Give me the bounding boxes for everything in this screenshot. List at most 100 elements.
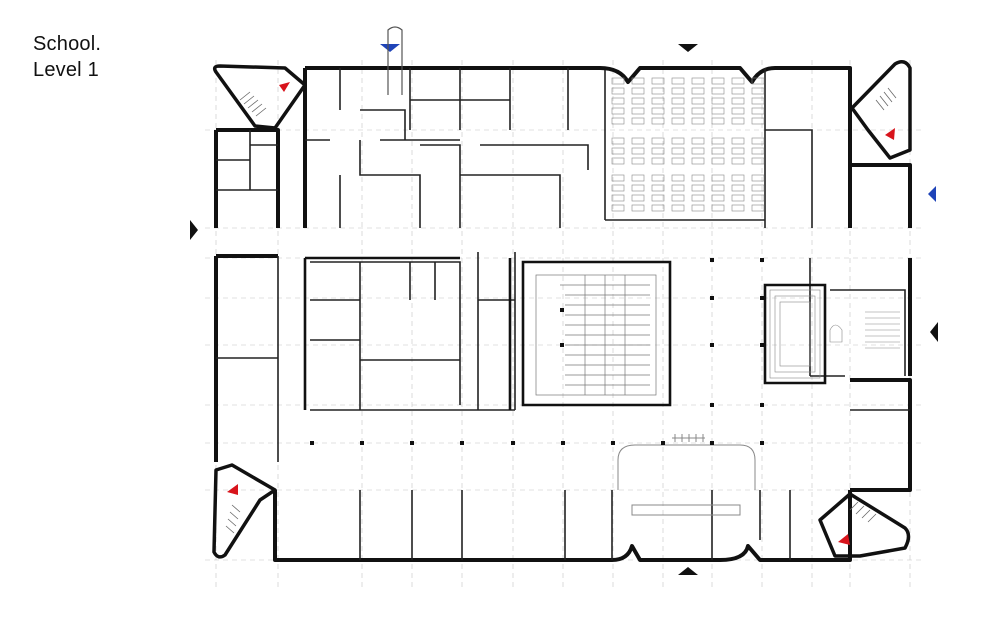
desk bbox=[751, 117, 765, 125]
east-lower-wall bbox=[850, 378, 912, 492]
desk bbox=[691, 137, 705, 145]
desk bbox=[651, 174, 665, 182]
desk bbox=[711, 194, 725, 202]
desk bbox=[611, 174, 625, 182]
desk bbox=[731, 184, 745, 192]
desk bbox=[751, 147, 765, 155]
desk bbox=[651, 87, 665, 95]
east-upper-wall bbox=[850, 163, 912, 228]
desk bbox=[751, 194, 765, 202]
desk bbox=[671, 204, 685, 212]
entrance-south bbox=[678, 567, 698, 575]
desk bbox=[611, 194, 625, 202]
desk bbox=[671, 97, 685, 105]
desk bbox=[611, 77, 625, 85]
desk bbox=[631, 97, 645, 105]
column bbox=[710, 296, 714, 300]
column bbox=[760, 343, 764, 347]
entrance-west bbox=[190, 220, 198, 240]
desk bbox=[671, 194, 685, 202]
desk bbox=[731, 194, 745, 202]
core-walls bbox=[303, 256, 827, 410]
desk bbox=[651, 97, 665, 105]
desk bbox=[671, 117, 685, 125]
north-projection bbox=[387, 26, 403, 95]
desk bbox=[611, 147, 625, 155]
desk bbox=[691, 204, 705, 212]
desk bbox=[671, 77, 685, 85]
desk bbox=[671, 184, 685, 192]
desk bbox=[671, 147, 685, 155]
desk bbox=[611, 117, 625, 125]
outer-walls bbox=[214, 66, 912, 562]
column bbox=[760, 403, 764, 407]
desk bbox=[751, 107, 765, 115]
stair-ne bbox=[850, 60, 912, 160]
desk bbox=[691, 184, 705, 192]
desk bbox=[691, 87, 705, 95]
desk bbox=[611, 107, 625, 115]
desk bbox=[651, 77, 665, 85]
column bbox=[710, 343, 714, 347]
desk bbox=[691, 107, 705, 115]
column bbox=[561, 441, 565, 445]
north-wing-wall bbox=[303, 66, 852, 228]
plan-title-line1: School. bbox=[33, 33, 102, 55]
column bbox=[511, 441, 515, 445]
desk bbox=[611, 87, 625, 95]
entrance-north bbox=[678, 44, 698, 52]
desk bbox=[691, 97, 705, 105]
south-lounge bbox=[617, 434, 756, 516]
column bbox=[760, 441, 764, 445]
column bbox=[760, 296, 764, 300]
column bbox=[710, 441, 714, 445]
desk bbox=[651, 157, 665, 165]
column bbox=[760, 258, 764, 262]
desk bbox=[691, 157, 705, 165]
desk bbox=[731, 174, 745, 182]
desk bbox=[711, 87, 725, 95]
desk bbox=[731, 147, 745, 155]
plan-title: School. Level 1 bbox=[33, 31, 101, 83]
desk bbox=[671, 157, 685, 165]
column bbox=[710, 258, 714, 262]
desk bbox=[731, 97, 745, 105]
desk-grid bbox=[611, 77, 765, 212]
desk bbox=[751, 174, 765, 182]
desk bbox=[631, 137, 645, 145]
desk bbox=[711, 77, 725, 85]
stair-nw bbox=[212, 64, 307, 130]
desk bbox=[651, 137, 665, 145]
column bbox=[710, 403, 714, 407]
stair-treads bbox=[225, 87, 897, 534]
desk bbox=[631, 107, 645, 115]
desk bbox=[731, 204, 745, 212]
column bbox=[611, 441, 615, 445]
desk bbox=[731, 117, 745, 125]
desk bbox=[651, 147, 665, 155]
desk bbox=[631, 204, 645, 212]
stair-se bbox=[818, 492, 911, 558]
desk bbox=[651, 204, 665, 212]
east-hall-seating bbox=[769, 289, 900, 379]
desk bbox=[631, 77, 645, 85]
desk bbox=[731, 107, 745, 115]
south-wing-wall bbox=[273, 490, 852, 562]
desk bbox=[711, 137, 725, 145]
desk bbox=[651, 194, 665, 202]
column bbox=[560, 343, 564, 347]
desk bbox=[671, 137, 685, 145]
desk bbox=[751, 137, 765, 145]
desk bbox=[611, 137, 625, 145]
desk bbox=[711, 157, 725, 165]
stair-sw bbox=[212, 463, 277, 559]
desk bbox=[611, 97, 625, 105]
blue-markers bbox=[380, 44, 936, 202]
desk bbox=[611, 157, 625, 165]
desk bbox=[611, 204, 625, 212]
desk bbox=[631, 157, 645, 165]
entrance-east bbox=[930, 322, 938, 342]
desk bbox=[751, 204, 765, 212]
west-lower-wall bbox=[214, 254, 278, 462]
